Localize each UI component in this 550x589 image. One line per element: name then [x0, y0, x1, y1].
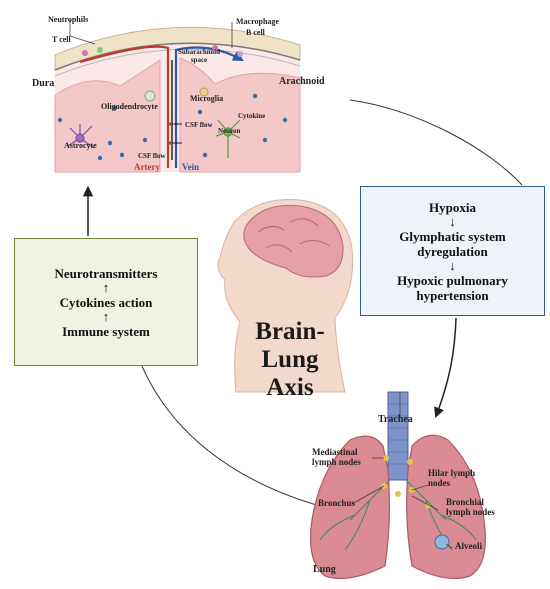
label-arachnoid: Arachnoid: [279, 76, 325, 87]
cytokine-dots: [57, 93, 288, 161]
hypoxia-item-3: Hypoxic pulmonary hypertension: [397, 272, 508, 303]
label-subarachnoid-space: Subarachnoid space: [177, 48, 221, 64]
axis-title: Brain-Lung Axis: [230, 318, 350, 402]
label-dura: Dura: [32, 78, 55, 89]
label-trachea: Trachea: [378, 414, 413, 425]
brain-icon: [243, 204, 344, 278]
immune-cell-dots: [82, 45, 243, 57]
label-microglia: Microglia: [190, 94, 224, 103]
axis-title-line1: Brain-Lung: [255, 318, 325, 373]
artery: [79, 45, 170, 168]
cycle-arc-upper-right: [349, 99, 523, 186]
up-arrow-icon: ↑: [102, 308, 110, 324]
hypoxia-item-2: Glymphatic system dyregulation: [399, 228, 506, 259]
immune-item-3: Immune system: [62, 323, 150, 339]
label-astrocyte: Astrocyte: [64, 141, 97, 150]
head-illustration: [217, 198, 354, 393]
brain-meninges-illustration: [54, 20, 301, 173]
axis-title-line2: Axis: [266, 374, 314, 401]
up-arrow-icon: ↑: [102, 279, 110, 295]
right-lung-icon: [406, 434, 486, 579]
left-lung-icon: [309, 435, 391, 579]
label-macrophage: Macrophage: [236, 17, 279, 26]
label-lung: Lung: [313, 564, 336, 575]
neuron-icon: [215, 119, 241, 158]
immune-item-1: Neurotransmitters: [54, 265, 158, 281]
down-arrow-icon: ↓: [449, 257, 456, 273]
label-t-cell: T cell: [52, 35, 71, 44]
hypoxia-item-1: Hypoxia: [429, 199, 476, 215]
label-bronchial-lymph-nodes: Bronchial lymph nodes: [446, 497, 495, 517]
label-csf-flow-1: CSF flow: [185, 121, 213, 129]
down-arrow-icon: ↓: [449, 213, 456, 229]
label-mediastinal-lymph-nodes: Mediastinal lymph nodes: [312, 447, 361, 467]
label-bronchus: Bronchus: [318, 498, 355, 508]
cycle-arc-lower-left: [141, 365, 321, 507]
label-oligodendrocyte: Oligodendrocyte: [101, 102, 158, 111]
lung-illustration: [309, 391, 486, 579]
vein: [174, 46, 244, 168]
immune-box: Neurotransmitters ↑ Cytokines action ↑ I…: [14, 238, 198, 366]
label-cytokine: Cytokine: [238, 112, 266, 120]
alveoli-icon: [434, 534, 450, 550]
label-alveoli: Alveoli: [455, 541, 482, 551]
label-neuron: Neuron: [218, 127, 241, 135]
label-neutrophils: Neutrophils: [48, 15, 89, 24]
astrocyte-icon: [67, 124, 95, 149]
label-hilar-lymph-nodes: Hilar lymph nodes: [428, 468, 476, 488]
label-artery: Artery: [134, 162, 160, 172]
trachea-icon: [387, 391, 409, 481]
leader-lines: [351, 392, 453, 549]
label-b-cell: B cell: [246, 28, 265, 37]
oligodendrocyte-icon: [144, 90, 156, 102]
microglia-icon: [199, 87, 209, 97]
hypoxia-box: Hypoxia ↓ Glymphatic system dyregulation…: [360, 186, 545, 316]
immune-item-2: Cytokines action: [59, 294, 153, 310]
label-vein: Vein: [182, 162, 200, 172]
label-csf-flow-2: CSF flow: [138, 152, 166, 160]
arrow-to-lung: [434, 317, 457, 418]
